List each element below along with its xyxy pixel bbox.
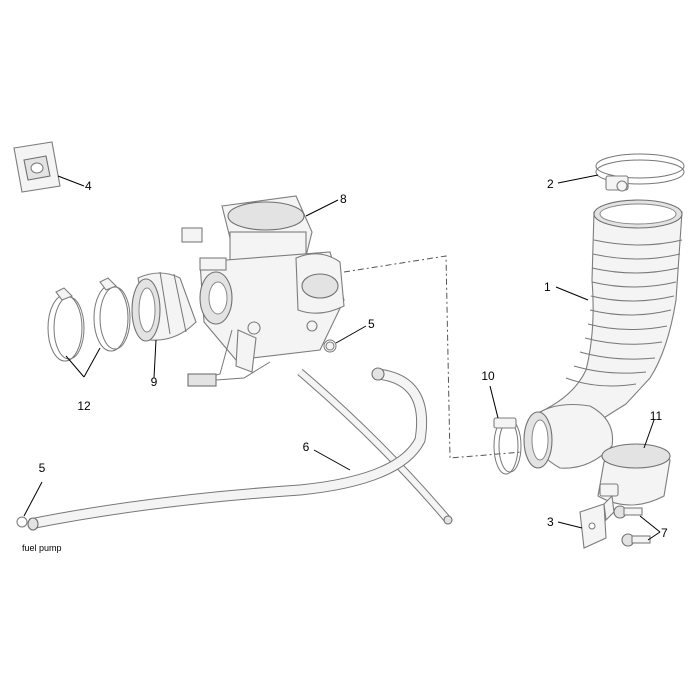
part-hose-clip	[16, 339, 337, 528]
callout-5-fuel-pump: 5	[39, 461, 46, 475]
part-top-clamp	[595, 153, 685, 192]
callout-11: 11	[650, 409, 663, 423]
callout-12: 12	[77, 399, 91, 413]
callout-7: 7	[661, 526, 668, 540]
part-screws	[613, 505, 651, 547]
callout-2: 2	[547, 177, 554, 191]
part-collar	[597, 443, 671, 506]
callout-5-carburetor: 5	[368, 317, 375, 331]
part-bracket	[579, 494, 615, 549]
callout-10: 10	[481, 369, 495, 383]
part-fuel-hoses	[27, 367, 453, 531]
leader-lines	[23, 174, 661, 541]
callout-8: 8	[340, 192, 347, 206]
callout-6: 6	[303, 440, 310, 454]
part-carburetor	[181, 195, 345, 387]
part-intake-sleeve	[131, 271, 197, 342]
part-air-duct	[523, 199, 683, 469]
part-lower-clamp	[493, 417, 522, 475]
fuel-pump-caption: fuel pump	[22, 543, 62, 553]
callout-1: 1	[544, 280, 551, 294]
assembly-line	[343, 255, 523, 459]
part-hose-clamps	[47, 277, 131, 362]
callout-3: 3	[547, 515, 554, 529]
part-plate	[13, 141, 61, 193]
callout-9: 9	[151, 375, 158, 389]
callout-4: 4	[85, 179, 92, 193]
